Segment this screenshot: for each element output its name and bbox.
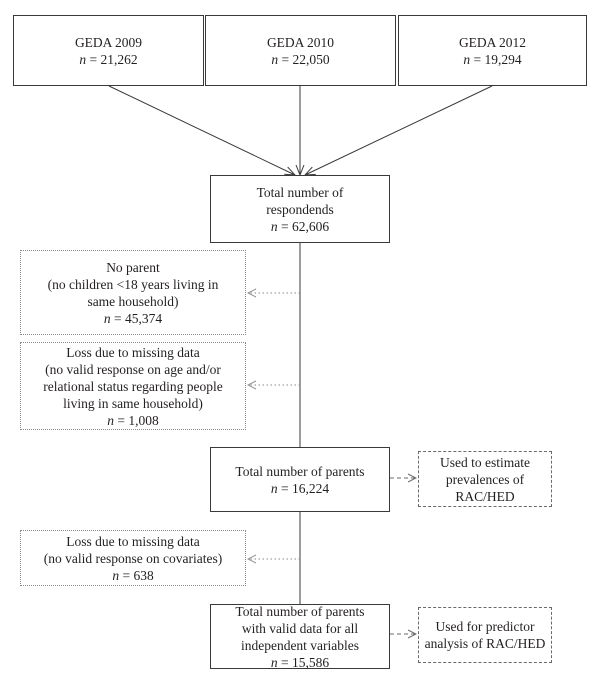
box-line: same household): [87, 293, 179, 309]
box-line: analysis of RAC/HED: [424, 636, 546, 651]
box-line: (no valid response on covariates): [43, 550, 223, 566]
box-line: No parent: [106, 259, 160, 275]
use-predictor-box: Used for predictor analysis of RAC/HED: [418, 607, 552, 663]
source-count: n = 19,294: [463, 51, 522, 67]
exclusion-no-parent-box: No parent (no children <18 years living …: [20, 250, 246, 335]
box-count: n = 1,008: [107, 412, 159, 428]
total-parents-box: Total number of parents n = 16,224: [210, 447, 390, 512]
source-box-geda2009: GEDA 2009 n = 21,262: [13, 15, 204, 86]
box-line: Total number of parents: [235, 603, 365, 619]
box-count: n = 638: [112, 567, 154, 583]
exclusion-missing-data-box-2: Loss due to missing data (no valid respo…: [20, 530, 246, 586]
box-line: relational status regarding people: [43, 378, 223, 394]
box-line: RAC/HED: [455, 488, 515, 504]
box-line: (no valid response on age and/or: [45, 361, 221, 377]
box-line: Used to estimate: [440, 454, 530, 470]
box-line: Used for predictor: [435, 619, 535, 634]
box-line: Loss due to missing data: [66, 533, 200, 549]
box-count: n = 45,374: [103, 310, 163, 326]
source-box-geda2012: GEDA 2012 n = 19,294: [398, 15, 587, 86]
box-line: prevalences of: [445, 471, 525, 487]
source-count: n = 22,050: [271, 51, 330, 67]
box-line: independent variables: [240, 637, 360, 653]
source-name: GEDA 2012: [458, 34, 527, 50]
box-line: with valid data for all: [241, 620, 359, 636]
box-line: living in same household): [63, 395, 203, 411]
box-line: Total number of parents: [235, 463, 365, 479]
total-respondents-box: Total number of respondends n = 62,606: [210, 175, 390, 243]
box-line: respondends: [266, 201, 334, 217]
box-count: n = 16,224: [270, 480, 330, 496]
box-line: (no children <18 years living in: [47, 276, 219, 292]
source-name: GEDA 2009: [74, 34, 143, 50]
use-prevalence-box: Used to estimate prevalences of RAC/HED: [418, 451, 552, 507]
total-valid-box: Total number of parents with valid data …: [210, 603, 390, 670]
source-name: GEDA 2010: [266, 34, 335, 50]
arrow-geda2009-to-total: [108, 85, 295, 175]
box-count: n = 62,606: [270, 218, 330, 234]
box-count: n = 15,586: [270, 654, 330, 670]
arrow-geda2012-to-total: [305, 85, 493, 175]
box-line: Loss due to missing data: [66, 344, 200, 360]
source-count: n = 21,262: [79, 51, 138, 67]
source-box-geda2010: GEDA 2010 n = 22,050: [205, 15, 396, 86]
exclusion-missing-data-box-1: Loss due to missing data (no valid respo…: [20, 342, 246, 430]
box-line: Total number of: [256, 184, 344, 200]
